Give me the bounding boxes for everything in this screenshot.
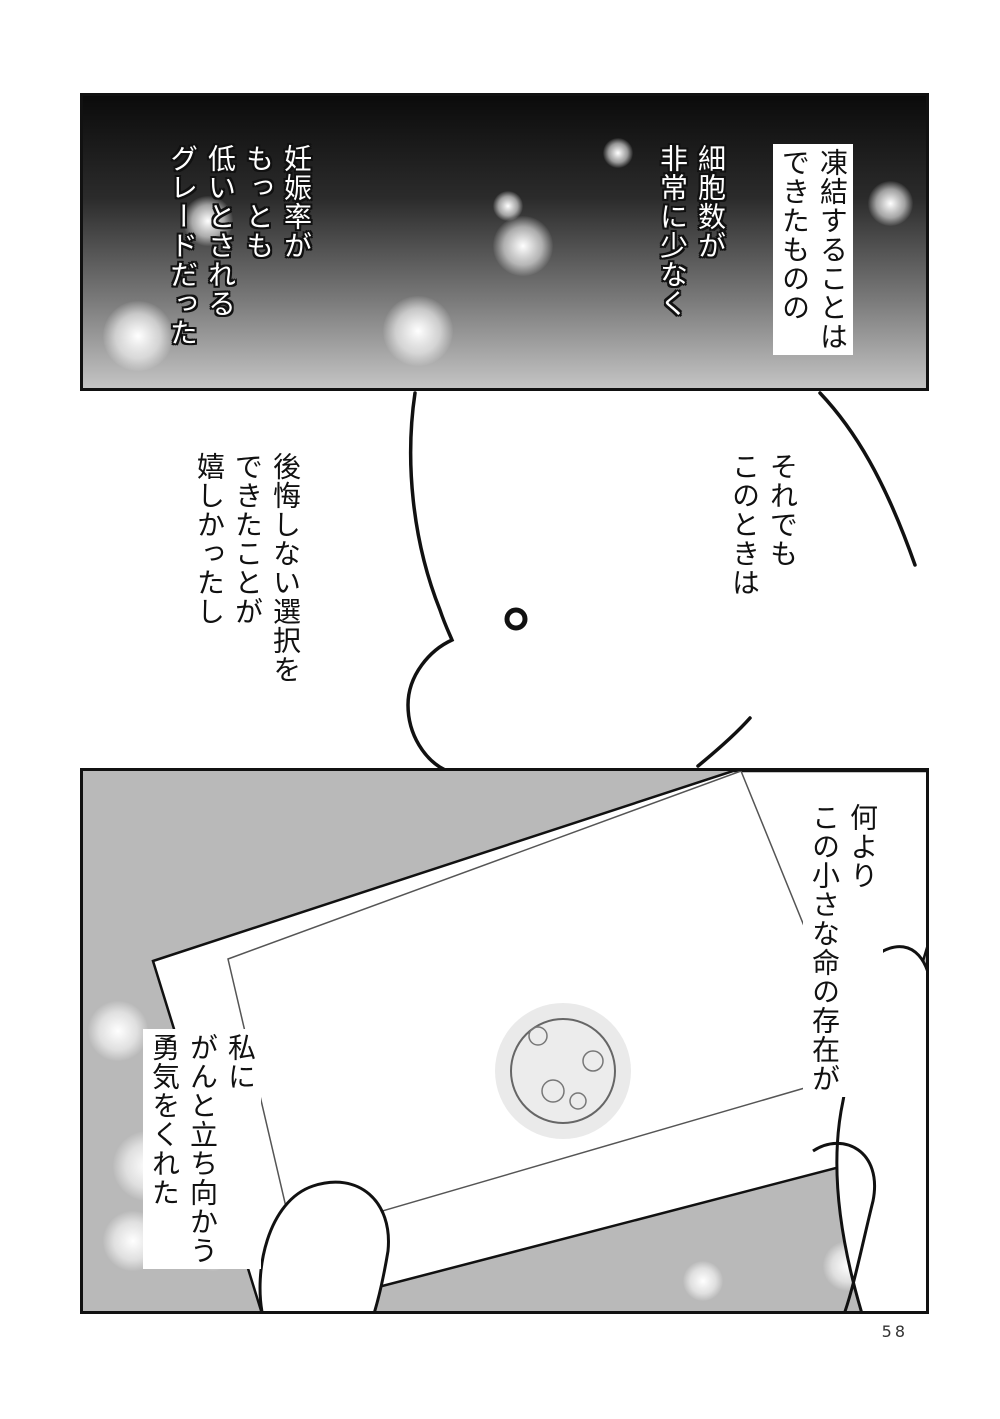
bokeh-light [493, 216, 553, 276]
bokeh-light [868, 181, 913, 226]
bokeh-light [603, 138, 633, 168]
panel-bottom: 何より この小さな命の存在が 私に がんと立ち向かう 勇気をくれた [80, 768, 929, 1314]
bokeh-light [88, 1001, 148, 1061]
bokeh-light [183, 196, 233, 246]
bokeh-light [683, 1261, 723, 1301]
bokeh-light [493, 191, 523, 221]
caption-above-all: 何より この小さな命の存在が [803, 799, 883, 1097]
caption-frozen: 凍結することは できたものの [773, 144, 853, 355]
bokeh-light [103, 301, 173, 371]
caption-even-so: それでも このときは [728, 452, 799, 597]
panel-top: 凍結することは できたものの 細胞数が 非常に少なく 妊娠率が もっとも 低いと… [80, 93, 929, 391]
caption-cell-count: 細胞数が 非常に少なく [656, 144, 727, 318]
bokeh-light [383, 296, 453, 366]
caption-no-regret: 後悔しない選択を できたことが 嬉しかったし [193, 452, 302, 684]
caption-pregnancy-rate: 妊娠率が もっとも 低いとされる グレードだった [166, 144, 313, 347]
caption-courage: 私に がんと立ち向かう 勇気をくれた [143, 1029, 261, 1269]
page-number: 58 [881, 1322, 908, 1341]
